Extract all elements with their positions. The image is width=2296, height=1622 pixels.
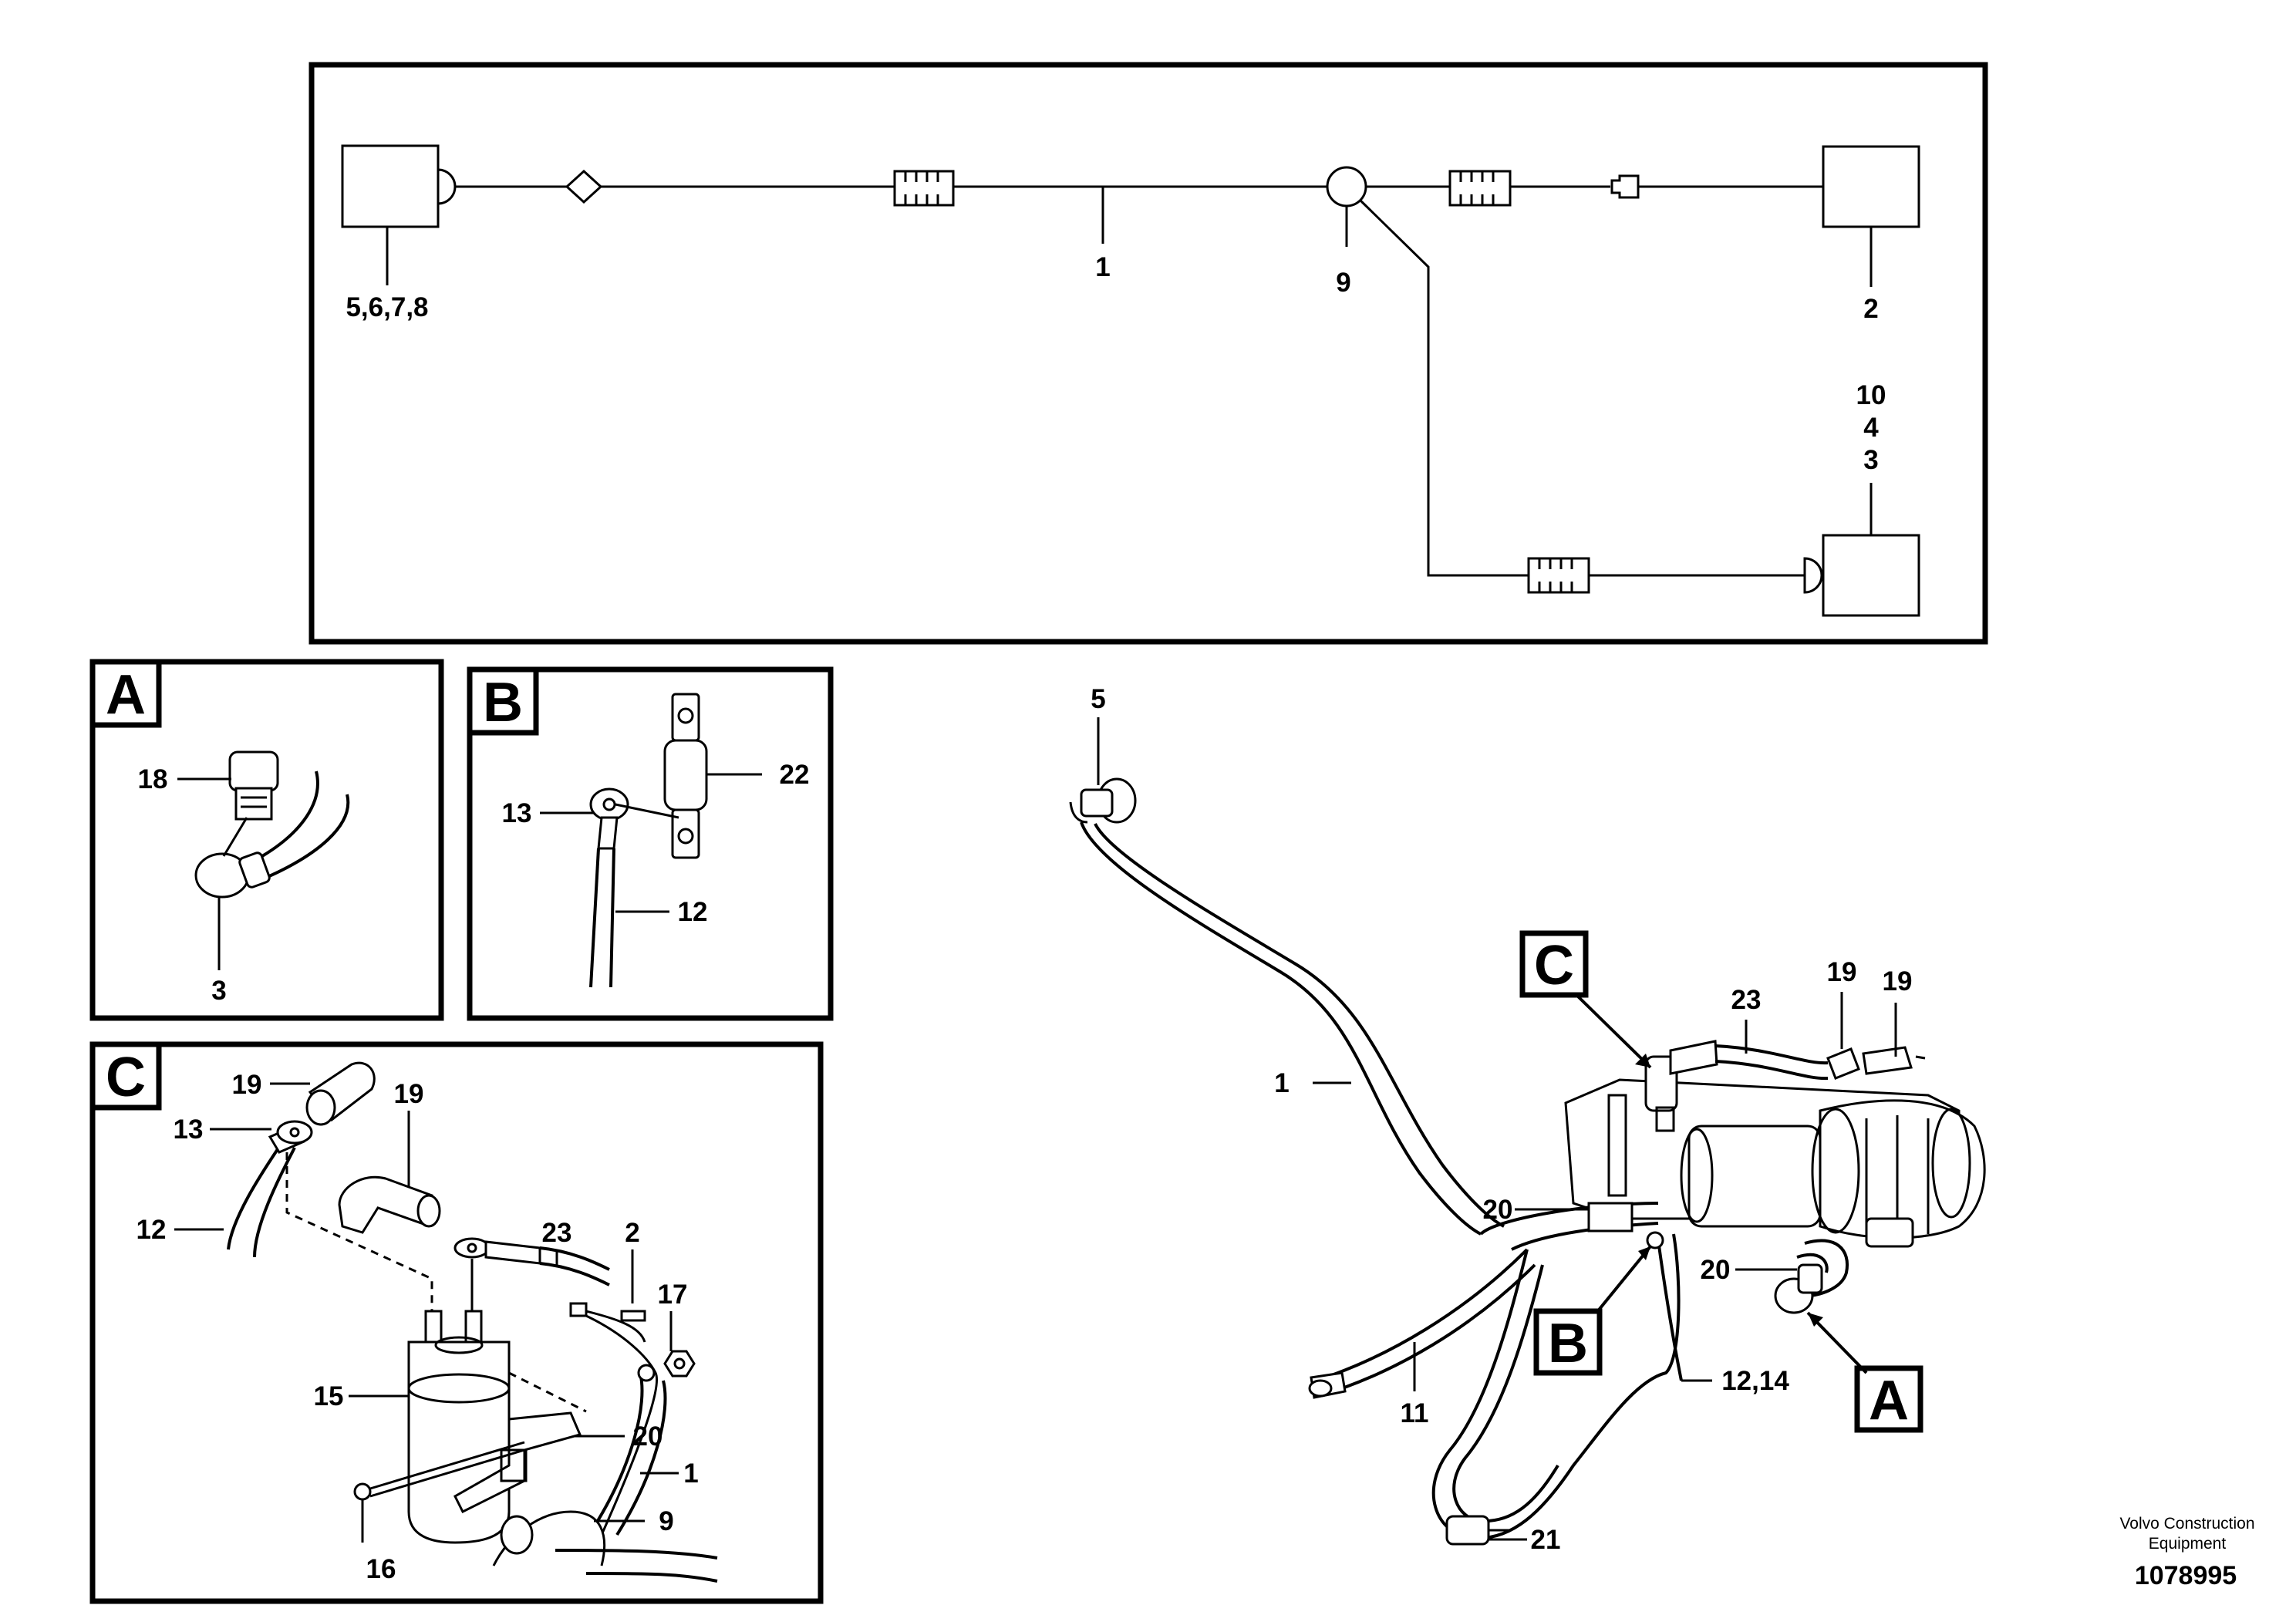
ecu-box (341, 144, 440, 228)
label-19-c-mid: 19 (394, 1079, 424, 1109)
schematic-frame (308, 62, 1988, 645)
label-1-c: 1 (683, 1458, 698, 1489)
doc-number: 1078995 (2135, 1561, 2237, 1590)
detail-b-tag (467, 666, 539, 736)
label-2: 2 (1863, 294, 1878, 324)
schematic-panel: 5,6,7,8 1 9 2 10 4 3 (308, 62, 1988, 645)
callout-a: A (1869, 1370, 1909, 1431)
detail-c-frame (89, 1041, 824, 1604)
label-22: 22 (780, 760, 810, 790)
cap-19-top (305, 1061, 376, 1126)
label-1: 1 (1095, 252, 1110, 282)
label-18: 18 (138, 764, 168, 794)
plug-right (1803, 557, 1823, 594)
elbow-hose-a (1774, 1239, 1849, 1314)
harness-1-c (592, 1372, 644, 1529)
label-23-c: 23 (542, 1218, 572, 1248)
sensor-18 (228, 750, 279, 821)
clip-20-a (1587, 1202, 1633, 1233)
cable-23-c (453, 1237, 610, 1286)
label-12-detail-b: 12 (678, 897, 708, 927)
socket-connector (1610, 174, 1823, 199)
label-15-c: 15 (314, 1381, 344, 1411)
label-3-detail-a: 3 (211, 976, 226, 1006)
detail-a-panel: A 18 3 (89, 659, 444, 1021)
label-12-c: 12 (137, 1215, 167, 1245)
connector-5 (1069, 777, 1137, 824)
bracket-20 (453, 1411, 582, 1514)
footer: Volvo Construction Equipment 1078995 (2119, 1515, 2254, 1590)
right-top-box (1822, 145, 1920, 228)
callout-b-box (1533, 1308, 1603, 1376)
label-20-c: 20 (633, 1421, 663, 1452)
brand-line-1: Volvo Construction (2119, 1515, 2254, 1533)
right-bottom-box (1822, 534, 1920, 617)
branch-line (1359, 199, 1529, 577)
label-21-overview: 21 (1531, 1525, 1561, 1555)
detail-b-frame (467, 666, 834, 1021)
label-5-6-7-8: 5,6,7,8 (346, 292, 428, 322)
label-20-overview-a: 20 (1483, 1195, 1513, 1225)
bellows-1 (893, 170, 955, 207)
cap-19-mid (338, 1175, 441, 1234)
diamond-connector (565, 169, 603, 204)
label-4: 4 (1863, 413, 1879, 443)
label-20-overview-b: 20 (1701, 1255, 1731, 1285)
cable-11-lug (1308, 1371, 1347, 1399)
harness-1-overview (1080, 821, 1482, 1236)
detail-b-title: B (483, 672, 523, 733)
ring-terminal-13-c (268, 1120, 313, 1154)
ring-terminal-13 (589, 787, 679, 850)
bellows-2 (1448, 170, 1512, 207)
cable-11 (1315, 1248, 1529, 1382)
wire-2-c (569, 1249, 673, 1536)
detail-b-panel: B 22 13 12 (467, 666, 834, 1021)
label-23-overview: 23 (1731, 985, 1762, 1015)
detail-a-frame (89, 659, 444, 1021)
fuse-22 (663, 693, 708, 859)
label-12-14-overview: 12,14 (1721, 1366, 1789, 1396)
label-5-overview: 5 (1091, 684, 1105, 714)
callout-c: C (1534, 935, 1574, 996)
label-19-overview-a: 19 (1827, 957, 1857, 987)
detail-c-panel: C (89, 1041, 824, 1604)
label-19-overview-b: 19 (1883, 966, 1913, 996)
overview-assembly: 5 1 19 19 (1069, 684, 1986, 1555)
label-16-c: 16 (366, 1554, 396, 1584)
detail-c-title: C (106, 1047, 146, 1108)
label-1-overview: 1 (1274, 1068, 1289, 1098)
splice-circle (1326, 166, 1367, 207)
label-9: 9 (1336, 268, 1350, 298)
brand-line-2: Equipment (2149, 1535, 2227, 1553)
callout-a-box (1854, 1365, 1923, 1433)
clip-21 (1445, 1515, 1512, 1546)
label-17-c: 17 (658, 1280, 688, 1310)
detail-a-tag (89, 659, 162, 728)
label-3: 3 (1863, 445, 1878, 475)
bellows-3 (1527, 557, 1590, 594)
detail-c-tag (89, 1041, 162, 1111)
plug-left (437, 168, 457, 205)
label-2-c: 2 (625, 1218, 639, 1248)
label-13-c: 13 (174, 1114, 204, 1145)
relay-15 (407, 1310, 511, 1544)
label-13-detail-b: 13 (502, 798, 532, 828)
callout-b: B (1548, 1313, 1588, 1374)
label-10: 10 (1856, 380, 1886, 410)
callout-c-box (1519, 930, 1589, 998)
screw-16 (353, 1441, 525, 1543)
nut-17 (663, 1350, 696, 1378)
label-19-c-top: 19 (232, 1070, 262, 1100)
motor-assembly (1564, 1040, 1986, 1248)
splice-sleeve-9 (492, 1510, 718, 1583)
detail-a-title: A (106, 664, 146, 726)
label-9-c: 9 (659, 1506, 673, 1536)
label-11-overview: 11 (1401, 1398, 1429, 1428)
